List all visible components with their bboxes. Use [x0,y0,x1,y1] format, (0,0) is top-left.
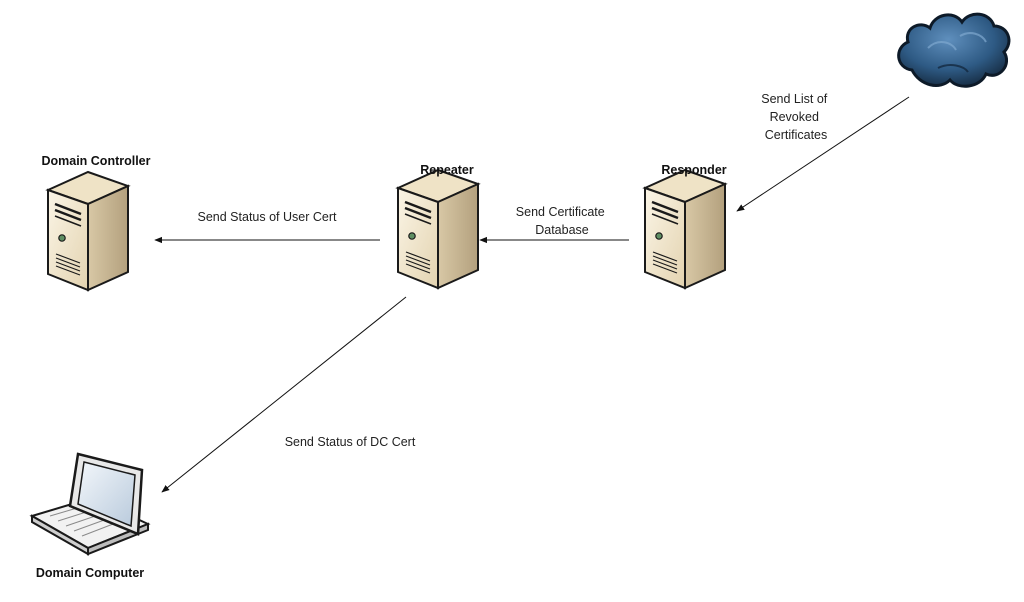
responder-label: Responder [661,163,726,177]
edge-label-cloud-to-responder: Send List of Revoked Certificates [761,92,831,142]
edge-label-repeater-to-dc: Send Status of User Cert [198,210,337,224]
cloud-icon [897,12,1011,88]
domain-controller-label: Domain Controller [41,154,150,168]
edge-label-responder-to-repeater: Send Certificate Database [516,205,608,237]
edge-label-line-1: Send Certificate [516,205,605,219]
responder-server-icon [643,168,727,290]
edge-label-repeater-to-computer: Send Status of DC Cert [285,435,416,449]
edge-cloud-to-responder [736,96,910,212]
repeater-server-icon [396,168,480,290]
edge-label-line-2: Revoked [770,110,819,124]
edge-label-line-3: Certificates [765,128,828,142]
edge-label-line-1: Send List of [761,92,828,106]
domain-controller-server-icon [46,170,130,292]
domain-computer-label: Domain Computer [36,566,144,580]
repeater-label: Repeater [420,163,474,177]
laptop-icon [29,452,151,556]
edge-repeater-to-computer [161,296,407,493]
edge-label-line-2: Database [535,223,589,237]
